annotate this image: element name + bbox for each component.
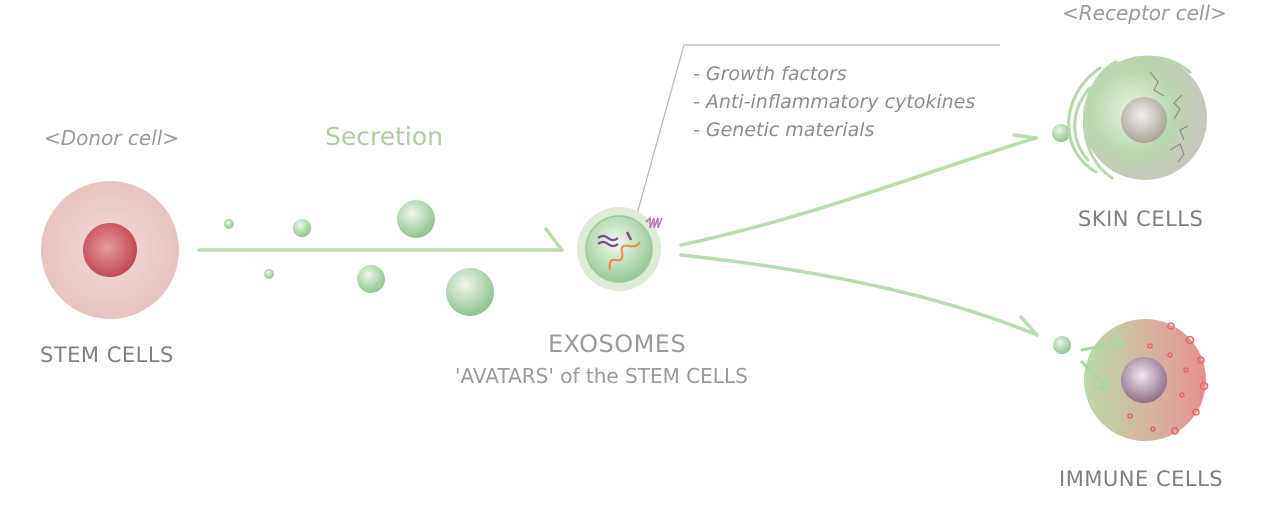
vesicle [264,269,274,279]
donor-cell-label: <Donor cell> [44,126,180,150]
exosome [577,207,663,291]
cargo-item: - Genetic materials [693,119,875,141]
immune-cell [1080,319,1209,441]
vesicle [224,219,234,229]
skin-cell [1067,55,1207,180]
cargo-item: - Growth factors [693,63,847,85]
cargo-callout-line [631,44,1000,233]
skin-cells-label: SKIN CELLS [1078,207,1204,231]
branch-arrows [679,133,1039,337]
stem-cell [41,181,179,319]
vesicle [446,268,494,316]
secreted-vesicles [224,200,494,316]
secretion-label: Secretion [325,122,443,151]
cargo-item: - Anti-inflammatory cytokines [693,91,976,113]
vesicle [357,265,385,293]
stem-cells-label: STEM CELLS [40,343,174,367]
receptor-cell-label: <Receptor cell> [1062,1,1227,25]
vesicle [397,200,435,238]
arriving-exosome [1052,124,1070,142]
cargo-list: - Growth factors - Anti-inflammatory cyt… [693,60,975,144]
exosomes-subtitle: 'AVATARS' of the STEM CELLS [455,364,748,388]
arriving-exosome [1053,336,1071,354]
vesicle [293,219,311,237]
secretion-arrow [197,227,564,252]
exosomes-label: EXOSOMES [548,330,687,358]
immune-cells-label: IMMUNE CELLS [1059,467,1224,491]
